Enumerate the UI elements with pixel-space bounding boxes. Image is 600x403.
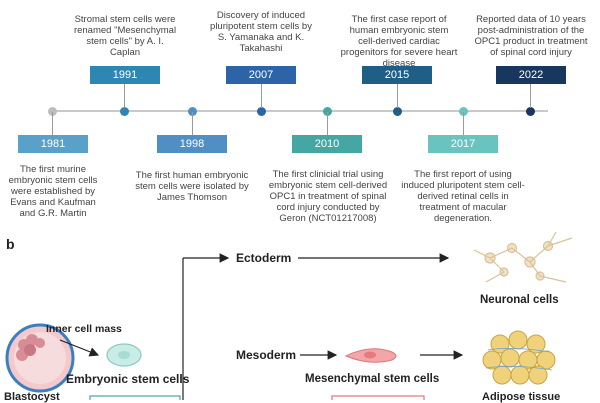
mesoderm-label: Mesoderm bbox=[236, 348, 297, 362]
neuronal-cells-illustration bbox=[473, 231, 573, 283]
year-badge-2017: 2017 bbox=[428, 135, 498, 153]
timeline-stem bbox=[52, 112, 53, 135]
timeline-axis bbox=[52, 110, 548, 112]
neuronal-cells-label: Neuronal cells bbox=[480, 294, 559, 306]
event-description-2022: Reported data of 10 years post-administr… bbox=[474, 14, 588, 58]
ectoderm-label: Ectoderm bbox=[236, 251, 292, 265]
timeline-dot-1991 bbox=[120, 106, 129, 116]
event-description-2015: The first case report of human embryonic… bbox=[340, 14, 458, 69]
adipose-capillaries bbox=[485, 348, 553, 371]
adipose-tissue-illustration bbox=[482, 330, 556, 385]
timeline-stem bbox=[530, 84, 531, 108]
timeline-stem bbox=[397, 84, 398, 108]
event-description-2007: Discovery of induced pluripotent stem ce… bbox=[210, 10, 312, 54]
year-badge-2007: 2007 bbox=[226, 66, 296, 84]
year-badge-1991: 1991 bbox=[90, 66, 160, 84]
embryonic-stem-cells-label: Embryonic stem cells bbox=[66, 372, 190, 386]
year-badge-2010: 2010 bbox=[292, 135, 362, 153]
panel-label-b: b bbox=[6, 236, 15, 252]
event-description-1991: Stromal stem cells were renamed "Mesench… bbox=[73, 14, 177, 58]
adipose-tissue-label: Adipose tissue bbox=[482, 391, 561, 403]
event-description-1981: The first murine embryonic stem cells we… bbox=[8, 164, 98, 219]
timeline-dot-2022 bbox=[526, 106, 535, 116]
event-description-2017: The first report of using induced plurip… bbox=[401, 169, 525, 224]
inner-cell-mass-label: Inner cell mass bbox=[46, 323, 122, 335]
year-badge-2015: 2015 bbox=[362, 66, 432, 84]
timeline-stem bbox=[261, 84, 262, 108]
timeline-stem bbox=[124, 84, 125, 108]
bottom-box-right bbox=[331, 395, 425, 400]
event-description-2010: The first clinicial trial using embryoni… bbox=[268, 169, 388, 224]
timeline-dot-1998 bbox=[188, 106, 197, 116]
year-badge-2022: 2022 bbox=[496, 66, 566, 84]
year-badge-1981: 1981 bbox=[18, 135, 88, 153]
arrow-to-embryonic-stem-cells bbox=[59, 339, 100, 357]
timeline-stem bbox=[327, 112, 328, 135]
blastocyst-label: Blastocyst bbox=[4, 391, 60, 403]
timeline-dot-2015 bbox=[393, 106, 402, 116]
mesenchymal-stem-cells-label: Mesenchymal stem cells bbox=[305, 373, 440, 385]
blastocyst-illustration bbox=[5, 323, 75, 393]
event-description-1998: The first human embryonic stem cells wer… bbox=[135, 170, 249, 203]
bottom-box-left bbox=[89, 395, 181, 400]
timeline-start-dot bbox=[48, 106, 57, 116]
timeline-dot-2010 bbox=[323, 106, 332, 116]
timeline-dot-2007 bbox=[257, 106, 266, 116]
timeline-dot-2017 bbox=[459, 106, 468, 116]
year-badge-1998: 1998 bbox=[157, 135, 227, 153]
timeline-stem bbox=[463, 112, 464, 135]
timeline-stem bbox=[192, 112, 193, 135]
